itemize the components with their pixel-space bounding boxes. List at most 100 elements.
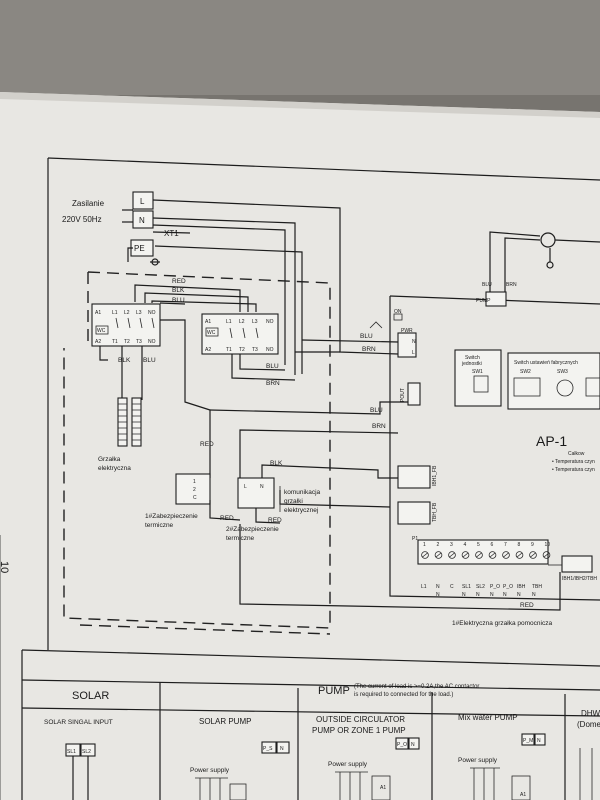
board-wire-blu: BLU	[482, 282, 492, 288]
table-col-dhw-2: (Dome	[577, 720, 600, 729]
wire-blu-label-top: BLU	[172, 297, 185, 304]
on-switch	[393, 313, 403, 321]
c1-pin-t2: T2	[124, 339, 130, 345]
ps-terminal	[261, 741, 277, 754]
ibh1-fb-label: IBH1_FB	[432, 465, 438, 486]
xt1-label: XT1	[164, 229, 179, 238]
terminal-number-3: 3	[450, 542, 453, 548]
c2-pin-no: NO	[266, 319, 274, 325]
heater-element: Grzałka elektryczna	[98, 397, 142, 472]
switch-block-factory: Switch ustawień fabrycznych SW2 SW3	[507, 352, 600, 410]
c1-pin-a2: A2	[95, 339, 101, 345]
c1-pin-a1: A1	[95, 310, 101, 316]
outside-a1: A1	[380, 785, 386, 791]
terminal-screw-icon	[461, 551, 470, 559]
terminal-screw-icon	[421, 551, 429, 559]
c2-pin-l1: L1	[226, 319, 232, 325]
term-n-2: N	[476, 592, 480, 598]
wire-red-label-bottom-2: RED	[268, 517, 282, 524]
switch-block-unit: Switch jednostki SW1	[454, 349, 502, 407]
sw3-label: SW3	[557, 369, 568, 375]
wall-shadow	[0, 0, 600, 95]
table-col-outside-2: PUMP OR ZONE 1 PUMP	[312, 726, 406, 735]
heater-enclosure	[63, 271, 331, 629]
po-n-terminal	[408, 737, 420, 750]
terminal-screw-icon	[448, 551, 456, 559]
switch-unit-label-1: Switch	[465, 355, 480, 361]
table-col-dhw-1: DHW	[581, 709, 600, 718]
wire-blk-label-mid: BLK	[270, 460, 283, 467]
comm-label-1: komunikacja	[284, 489, 321, 496]
table-col-solar-input: SOLAR SINGAL INPUT	[44, 719, 113, 726]
terminal-number-8: 8	[518, 542, 521, 548]
term-bottom-4: SL2	[476, 584, 485, 590]
page-number: 10	[0, 561, 10, 573]
wire-brn-label-3: BRN	[372, 423, 386, 430]
terminal-n	[132, 210, 154, 229]
term-bottom-5: P_O	[490, 584, 500, 590]
switch-unit-label-2: jednostki	[461, 361, 482, 367]
pm-n-terminal	[534, 733, 546, 746]
pout-label: POUT	[400, 388, 406, 402]
tbh-fb-label: TBH_FB	[432, 502, 438, 522]
board-side-2: • Temperatura czyn	[552, 459, 595, 465]
frame-top	[47, 157, 600, 181]
term-n-4: N	[503, 592, 507, 598]
c1-pin-l3: L3	[136, 310, 142, 316]
c1-pin-no: NO	[148, 310, 156, 316]
term-n-1: N	[462, 592, 466, 598]
thermal-protection-1: 1 2 C 1#Zabezpieczenie termiczne	[145, 473, 211, 529]
table-col-mix: Mix water PUMP	[458, 713, 518, 722]
sl1-label: SL1	[67, 749, 76, 755]
board-outline	[389, 296, 600, 601]
ibh-strip-connector	[561, 555, 593, 573]
wire-red-label-board: RED	[520, 602, 534, 609]
board-wire-brn: BRN	[506, 282, 517, 288]
arrow-icon	[369, 321, 383, 329]
comm-label-2: grzałki	[284, 498, 303, 505]
wire-blu-label-2: BLU	[266, 363, 279, 370]
wire-blk-label-top: BLK	[172, 287, 185, 294]
c2-pin-t1: T1	[226, 347, 232, 353]
contactor-1: WC A1 L1 L2 L3 NO A2 T1 T2 T3 NO	[91, 303, 161, 347]
thermal-2-pin-l: L	[244, 484, 247, 490]
pm-n-label: N	[537, 738, 541, 744]
pm-label: P_M	[523, 738, 533, 744]
terminal-screw-icon	[515, 551, 524, 559]
paper-sheet	[0, 92, 600, 800]
table-col-solar-pump: SOLAR PUMP	[199, 717, 251, 726]
wire-red-label-bottom: RED	[220, 515, 234, 522]
terminal-number-10: 10	[545, 542, 551, 548]
paper-edge	[0, 92, 600, 118]
terminal-screw-icon	[488, 551, 497, 559]
mix-a1: A1	[520, 792, 526, 798]
sw2-dip	[513, 377, 541, 397]
po-n-label: N	[411, 742, 415, 748]
contactor-1-body	[91, 303, 161, 347]
thermal-1-label-2: termiczne	[145, 522, 174, 529]
c2-pin-t3: T3	[252, 347, 258, 353]
table-solar-header: SOLAR	[72, 690, 109, 702]
c1-pin-t3: T3	[136, 339, 142, 345]
svg-text:P1: P1	[412, 536, 418, 542]
heater-label-2: elektryczna	[98, 465, 131, 472]
svg-text:WC: WC	[97, 328, 106, 334]
pump-connector	[485, 291, 507, 307]
tbh-fb-connector	[397, 501, 431, 525]
board-side-3: • Temperatura czyn	[552, 467, 595, 473]
sw2-label: SW2	[520, 369, 531, 375]
wire-l-supply	[152, 199, 399, 355]
wire-blu-label-1: BLU	[360, 333, 373, 340]
c2-pin-a2: A2	[205, 347, 211, 353]
sw1-label: SW1	[472, 369, 483, 375]
terminal-number-7: 7	[504, 542, 507, 548]
terminal-screw-icon	[475, 551, 483, 559]
ps-n-terminal	[276, 741, 290, 754]
terminal-pe-label: PE	[134, 244, 145, 253]
term-bottom-7: IBH	[517, 584, 526, 590]
wire-n-supply	[152, 217, 296, 375]
po-terminal	[395, 737, 409, 750]
thermal-1-pin-1: 1	[193, 479, 196, 485]
